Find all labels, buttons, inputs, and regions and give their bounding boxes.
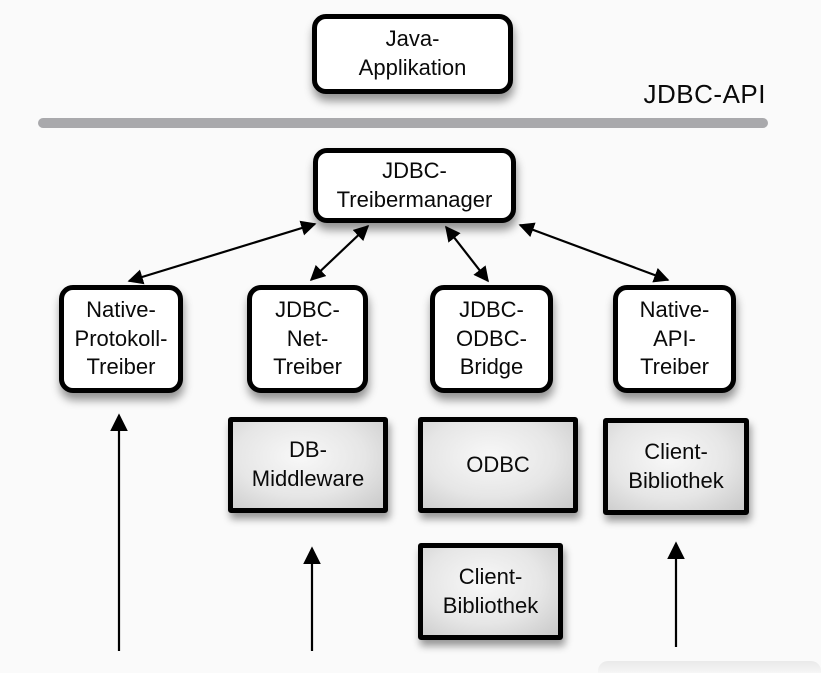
arrow-treibermanager-jdbc-net — [309, 224, 370, 282]
node-db-middleware: DB- Middleware — [228, 417, 388, 513]
node-label: Client- Bibliothek — [628, 438, 724, 493]
node-jdbc-odbc-bridge: JDBC- ODBC- Bridge — [430, 285, 553, 393]
node-client-bibliothek-odbc: Client- Bibliothek — [418, 543, 563, 640]
node-jdbc-net-treiber: JDBC- Net- Treiber — [247, 285, 368, 393]
node-label: JDBC- ODBC- Bridge — [456, 297, 527, 380]
node-jdbc-treibermanager: JDBC- Treibermanager — [313, 148, 516, 223]
arrow-treibermanager-native-api — [518, 222, 670, 283]
cropped-box-edge — [598, 661, 821, 673]
node-label: Java- Applikation — [358, 26, 467, 80]
node-label: JDBC- Treibermanager — [336, 157, 493, 212]
node-label: ODBC — [466, 451, 530, 477]
node-label: JDBC- Net- Treiber — [273, 297, 342, 380]
node-native-api-treiber: Native- API- Treiber — [613, 285, 736, 393]
node-label: Native- API- Treiber — [639, 297, 710, 380]
jdbc-api-label: JDBC-API — [643, 79, 766, 109]
arrow-treibermanager-native-protokoll — [127, 220, 317, 285]
jdbc-api-divider — [38, 118, 768, 128]
node-label: Native- Protokoll- Treiber — [74, 297, 168, 380]
node-client-bibliothek-native: Client- Bibliothek — [603, 418, 749, 515]
arrow-treibermanager-jdbc-odbc — [445, 225, 489, 283]
node-label: DB- Middleware — [251, 437, 365, 491]
node-odbc: ODBC — [418, 417, 578, 513]
node-label: Client- Bibliothek — [442, 563, 539, 618]
node-java-applikation: Java- Applikation — [312, 14, 513, 94]
node-native-protokoll-treiber: Native- Protokoll- Treiber — [59, 285, 183, 393]
